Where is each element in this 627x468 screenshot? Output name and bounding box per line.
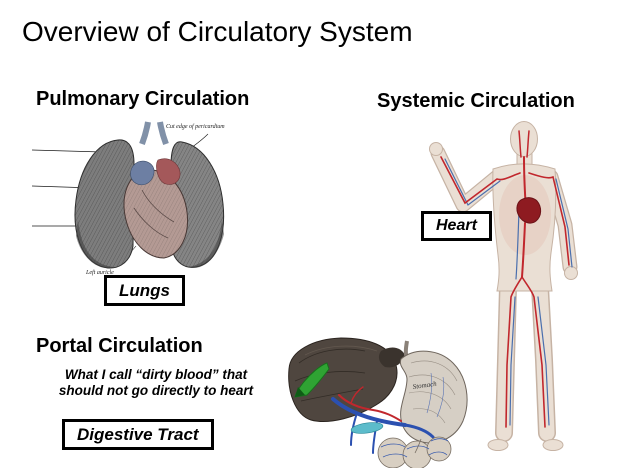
heart-shape <box>516 197 542 224</box>
portal-note-line2: should not go directly to heart <box>58 383 254 398</box>
lungs-label-box: Lungs <box>104 275 185 307</box>
stomach: Stomach <box>399 340 468 444</box>
auricle-annotation: Left auricle <box>85 269 114 276</box>
intestines <box>377 436 452 468</box>
pulmonary-artery <box>130 160 155 185</box>
systemic-heading: Systemic Circulation <box>377 90 575 112</box>
heart-label-box: Heart <box>421 211 492 241</box>
lungs-illustration: Cut edge of pericardium Left auricle <box>30 116 255 280</box>
portal-note-line1: What I call “dirty blood” that <box>64 367 248 382</box>
arteries <box>440 130 570 428</box>
liver <box>288 337 398 423</box>
aorta <box>156 158 181 185</box>
trachea <box>139 121 169 146</box>
slide-title: Overview of Circulatory System <box>22 16 413 47</box>
body-silhouette <box>429 121 578 451</box>
heart <box>123 158 189 259</box>
pericardium-annotation: Cut edge of pericardium <box>166 123 225 130</box>
stomach-annotation: Stomach <box>412 380 437 391</box>
portal-note: What I call “dirty blood” that should no… <box>44 367 268 399</box>
digestive-svg: Stomach <box>288 337 468 468</box>
digestive-tract-label-box: Digestive Tract <box>62 419 214 451</box>
porta-hepatis-shading <box>378 347 405 368</box>
pancreas <box>350 422 384 434</box>
systemic-body-illustration <box>405 115 625 460</box>
red-vessels <box>338 386 402 422</box>
portal-heading: Portal Circulation <box>36 335 203 357</box>
heart-label: Heart <box>436 217 477 234</box>
body-svg <box>429 121 578 451</box>
pulmonary-heading: Pulmonary Circulation <box>36 88 250 110</box>
right-lung <box>74 139 135 269</box>
veins <box>444 158 573 426</box>
lungs-svg: Cut edge of pericardium Left auricle <box>31 121 225 276</box>
lungs-label: Lungs <box>119 281 170 300</box>
portal-vein-highlight <box>294 362 330 398</box>
digestive-illustration: Stomach <box>281 333 476 468</box>
digestive-tract-label: Digestive Tract <box>77 425 199 444</box>
